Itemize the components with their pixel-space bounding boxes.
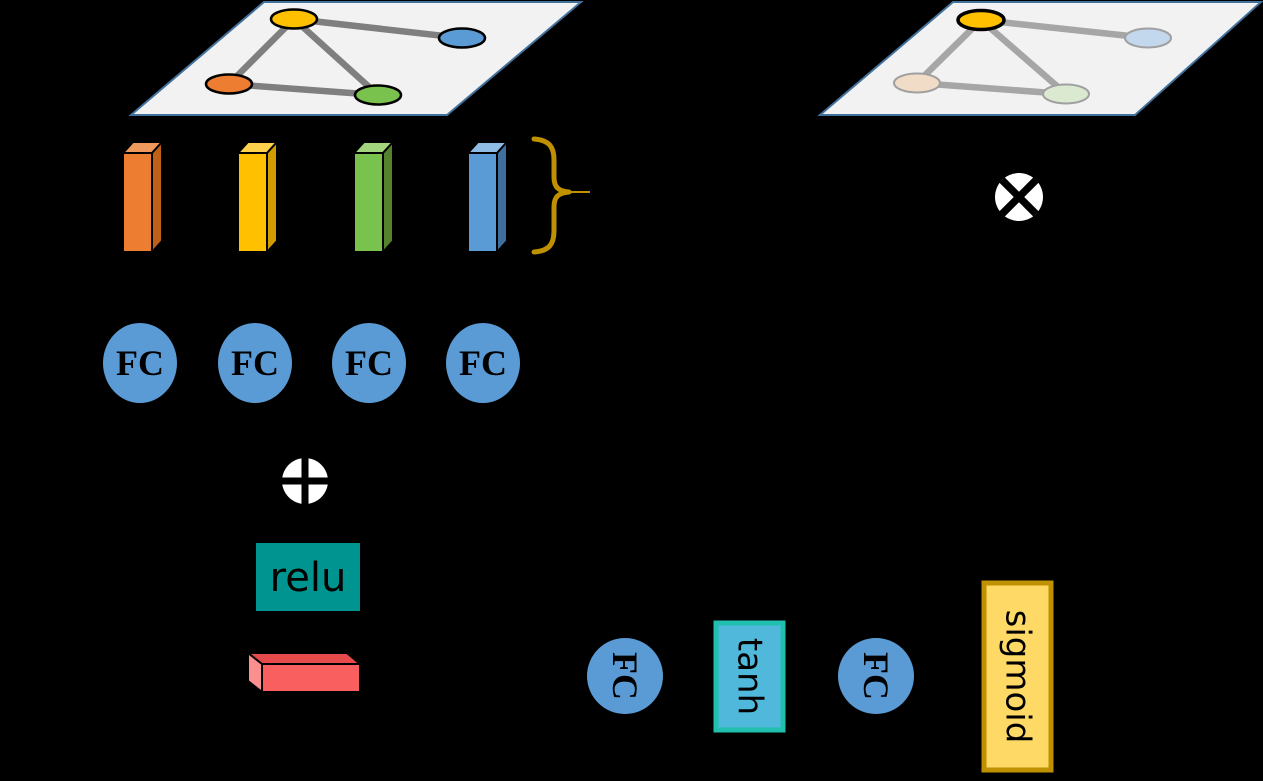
feature-bar-green [353, 141, 394, 253]
bar-side-face [496, 141, 508, 253]
brace-path [531, 136, 572, 255]
node-orange-faded [893, 72, 941, 94]
output-plane-surface [817, 0, 1263, 116]
aggregated-feature-bar-red [247, 652, 361, 693]
fc-unit-5 [587, 638, 663, 714]
edge-yellow-green-faded [977, 16, 1070, 98]
feature-bar-yellow [237, 141, 278, 253]
node-blue-faded [1124, 27, 1172, 49]
fc-unit-1 [103, 323, 177, 403]
output-graph-edges [913, 16, 1152, 98]
node-yellow-highlighted [956, 8, 1006, 32]
feature-bar-orange [122, 141, 163, 253]
fc-unit-4-label: FC [459, 343, 507, 383]
edge-yellow-orange [225, 15, 298, 88]
node-yellow [269, 8, 319, 30]
node-blue [437, 27, 487, 49]
multiply-cross-2 [999, 177, 1039, 217]
fc-unit-6 [838, 638, 914, 714]
circle-plus-icon [282, 458, 328, 504]
fc-unit-2-label: FC [231, 343, 279, 383]
input-graph-edges [225, 15, 466, 99]
fc-unit-1-label: FC [116, 343, 164, 383]
fc-units-row: FC FC FC FC [103, 323, 520, 403]
bar-front-face [467, 152, 498, 253]
red-bar-front-face [261, 663, 361, 693]
fc-unit-6-label: FC [856, 652, 896, 700]
relu-label: relu [270, 555, 347, 601]
fc-unit-5-label: FC [605, 652, 645, 700]
feature-bars-row [122, 141, 508, 253]
relu-rect [256, 543, 360, 611]
node-orange [204, 73, 254, 95]
bar-front-face [122, 152, 153, 253]
edge-yellow-blue-faded [977, 16, 1152, 42]
bar-side-face [382, 141, 394, 253]
red-bar-top-face [247, 652, 361, 665]
input-graph-plane [128, 0, 584, 116]
bar-front-face [353, 152, 384, 253]
edge-yellow-orange-faded [913, 16, 985, 87]
node-green [353, 84, 403, 106]
bar-side-face [266, 141, 278, 253]
edge-orange-green-faded [913, 79, 1070, 98]
output-graph-plane [817, 0, 1263, 116]
fc-unit-4 [446, 323, 520, 403]
tanh-label: tanh [730, 638, 770, 715]
tanh-activation-box [713, 620, 786, 733]
sigmoid-gate-box [981, 580, 1054, 773]
sigmoid-label: sigmoid [998, 610, 1038, 744]
fc-unit-3-label: FC [345, 343, 393, 383]
bar-side-face [151, 141, 163, 253]
edge-yellow-green [290, 15, 382, 99]
edge-orange-green [225, 80, 382, 99]
circle-times-icon [995, 173, 1043, 221]
edge-yellow-blue [290, 15, 466, 42]
fc-unit-2 [218, 323, 292, 403]
node-green-faded [1042, 83, 1090, 105]
fc-unit-3 [332, 323, 406, 403]
feature-bar-blue [467, 141, 508, 253]
gate-pipeline-row: FC tanh FC sigmoid [587, 580, 1054, 773]
curly-brace-right-icon [531, 136, 590, 255]
relu-activation-box: relu [256, 543, 360, 611]
bar-front-face [237, 152, 268, 253]
